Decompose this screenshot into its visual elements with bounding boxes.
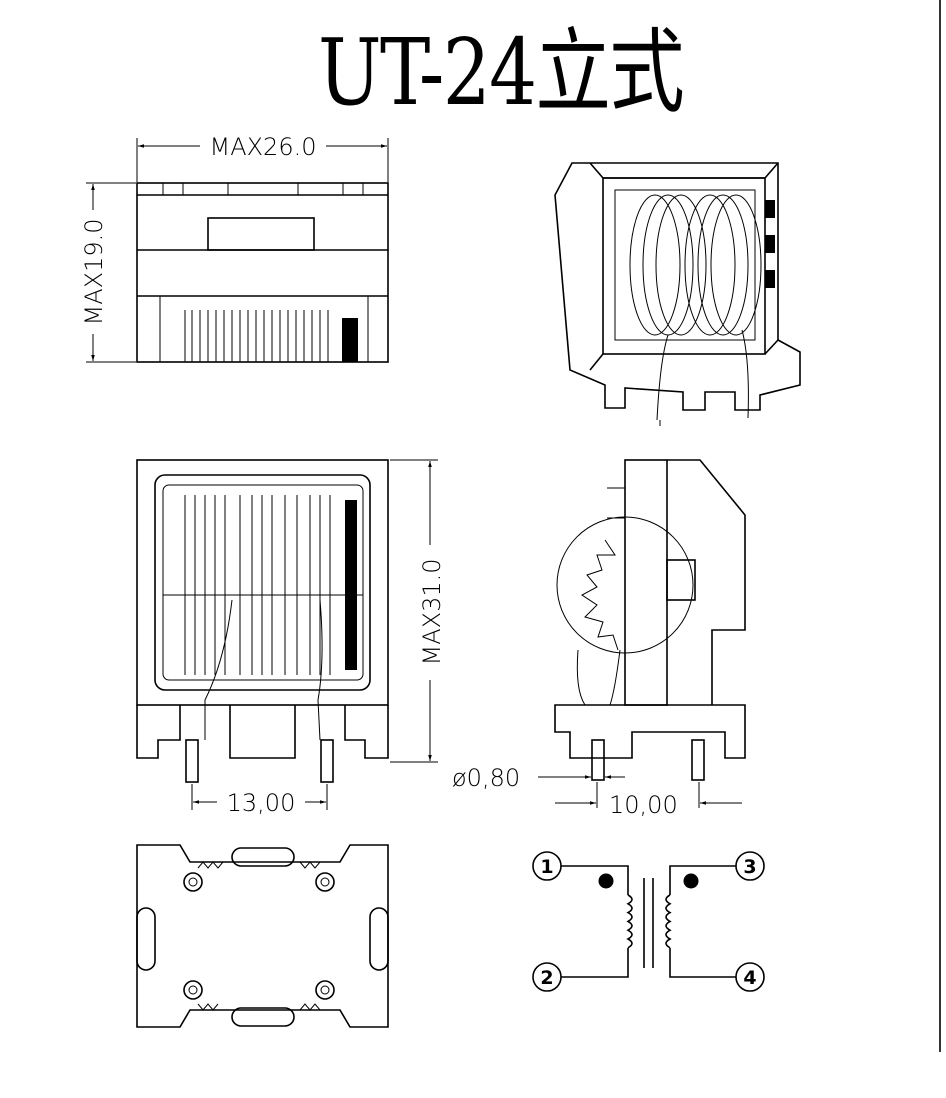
pin-4-marker: 4 — [735, 962, 765, 992]
pin-label: 3 — [743, 856, 756, 878]
part-title: UT-24立式 — [318, 19, 685, 126]
pin-label: 1 — [540, 856, 553, 878]
dimension-pin-diameter-label: ø0,80 — [452, 764, 520, 792]
top-view: MAX26.0 MAX19.0 — [80, 133, 389, 363]
dimension-depth-label: MAX19.0 — [80, 218, 108, 325]
winding-schematic: 1 2 3 4 — [532, 851, 765, 992]
pin-1-marker: 1 — [532, 851, 562, 881]
pin-3-marker: 3 — [735, 851, 765, 881]
front-view: MAX31.0 13,00 — [136, 459, 446, 817]
pin-label: 2 — [540, 967, 553, 989]
dimension-height-label: MAX31.0 — [418, 558, 446, 665]
dimension-width-label: MAX26.0 — [209, 133, 316, 161]
dimension-pin-pitch-side-label: 10,00 — [609, 791, 678, 819]
isometric-view — [554, 162, 801, 426]
dimension-pin-pitch-front-label: 13,00 — [227, 789, 296, 817]
side-view: ø0,80 10,00 — [452, 459, 746, 819]
polarity-dot — [598, 873, 614, 889]
polarity-dot — [683, 873, 699, 889]
pin-label: 4 — [743, 967, 756, 989]
pin-2-marker: 2 — [532, 962, 562, 992]
bottom-view — [136, 844, 389, 1028]
